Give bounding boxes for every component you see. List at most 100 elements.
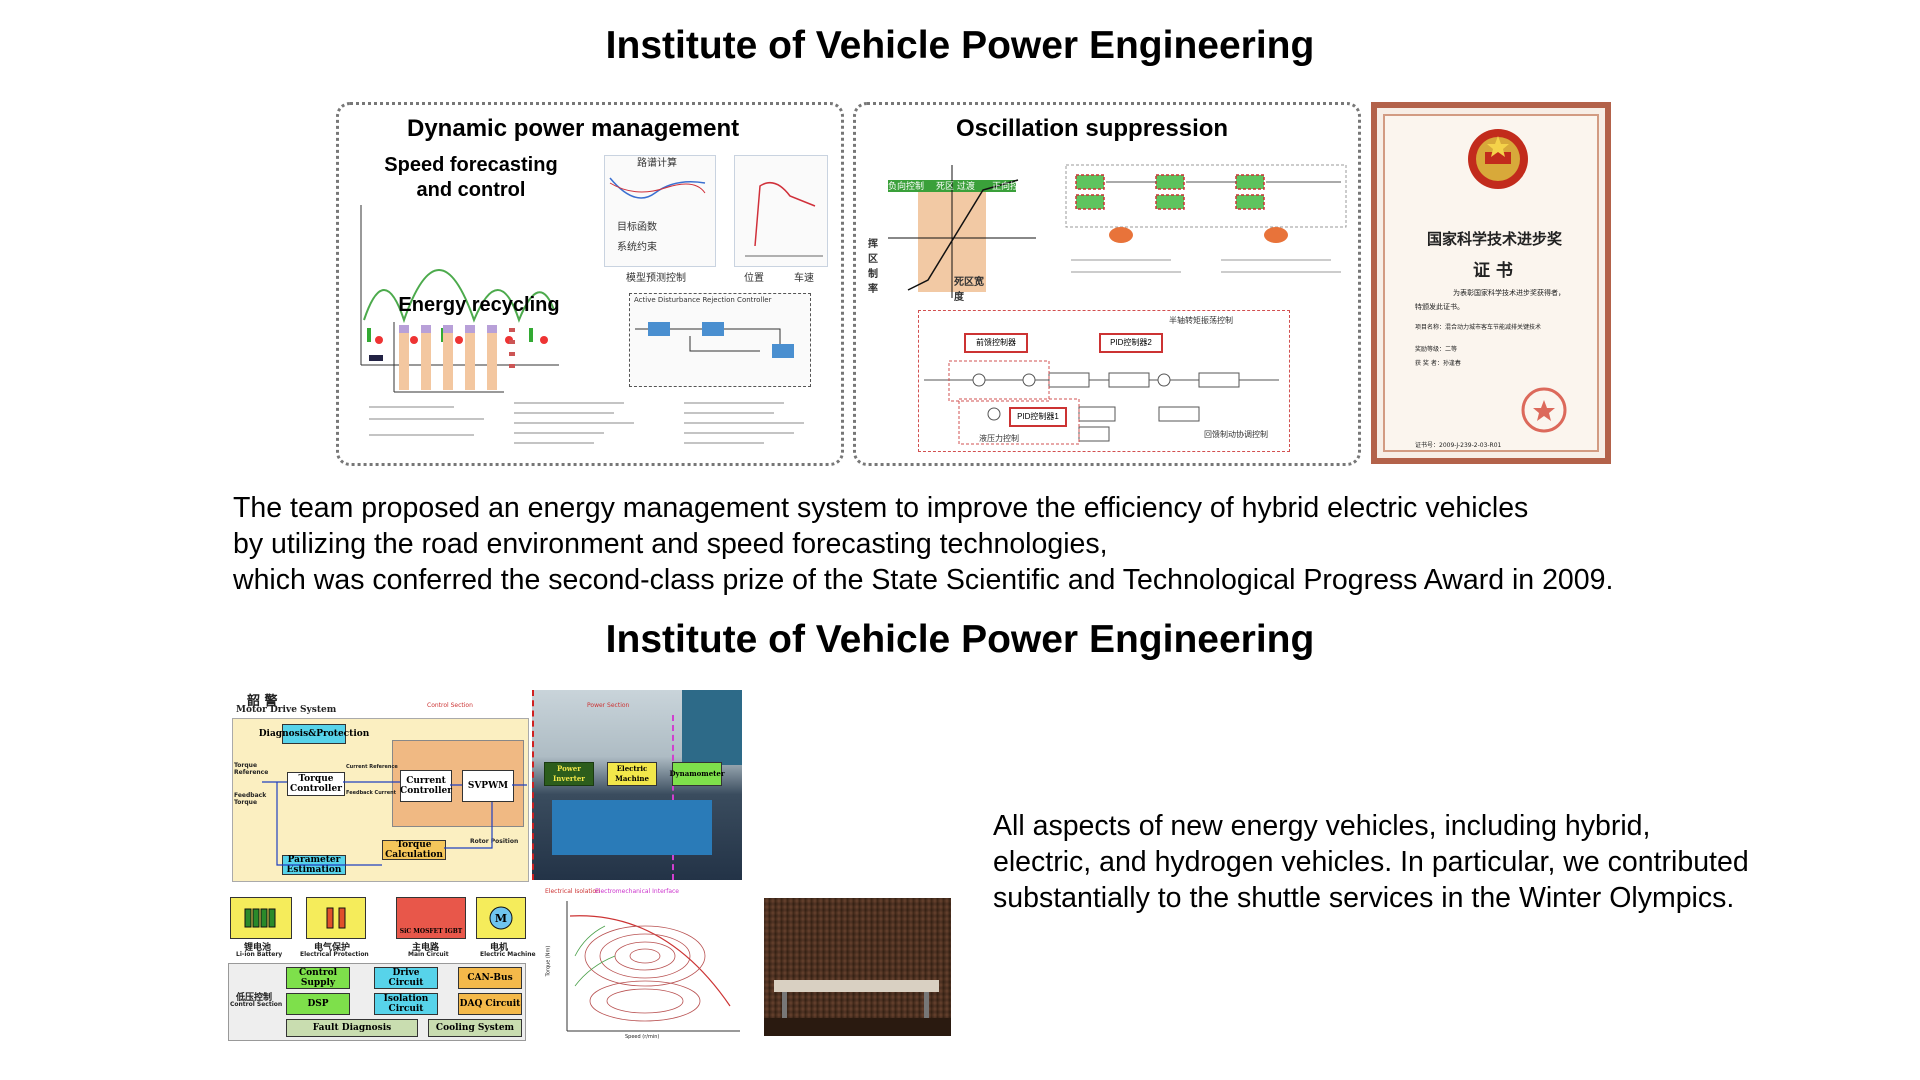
sic-igbt-label: SiC MOSFET IGBT bbox=[399, 928, 463, 935]
page-title-bottom: Institute of Vehicle Power Engineering bbox=[605, 618, 1315, 661]
oscillation-panel: Oscillation suppression 负向控制 死区 过渡 正向控制 … bbox=[853, 102, 1361, 466]
chamber-floor bbox=[764, 1018, 951, 1036]
paragraph-2-line-1: All aspects of new energy vehicles, incl… bbox=[993, 810, 1651, 842]
pid-controller-1: PID控制器1 bbox=[1009, 407, 1067, 427]
certificate-title: 国家科学技术进步奖 bbox=[1427, 230, 1563, 248]
adrc-figure: Active Disturbance Rejection Controller bbox=[629, 293, 811, 387]
certificate-line-2: 特颁发此证书。 bbox=[1415, 303, 1464, 311]
battery-label-en: Li-ion Battery bbox=[236, 951, 283, 958]
can-bus-label: CAN-Bus bbox=[467, 973, 513, 983]
label-positive-control: 正向控制 bbox=[992, 182, 1029, 192]
power-inverter-box: Power Inverter bbox=[544, 762, 594, 786]
paragraph-1-line-1: The team proposed an energy management s… bbox=[233, 492, 1529, 524]
certificate-line-4: 奖励等级：二等 bbox=[1415, 346, 1458, 353]
can-bus-box: CAN-Bus bbox=[458, 967, 522, 989]
label-axis-width: 死区宽度 bbox=[954, 277, 984, 303]
fuse-icon bbox=[326, 907, 346, 929]
efficiency-map: Electrical Isolation Electromechanical I… bbox=[545, 888, 745, 1043]
certificate-line-3: 项目名称：混合动力城市客车节能减排关键技术 bbox=[1415, 324, 1542, 331]
motor-drive-diagram: 韶 警 Motor Drive System Control Section D… bbox=[232, 690, 532, 882]
fig-label-mpc: 模型预测控制 bbox=[626, 273, 686, 284]
label-halfshaft: 半轴转矩振荡控制 bbox=[1169, 316, 1233, 325]
label-deadzone: 死区 过渡 bbox=[936, 182, 975, 192]
protection-label-cn: 电气保护 bbox=[314, 943, 351, 953]
certificate-inner: 国家科学技术进步奖 证 书 为表彰国家科学技术进步奖获得者， 特颁发此证书。 项… bbox=[1383, 114, 1599, 452]
fig-label-constraint: 系统约束 bbox=[617, 242, 657, 253]
equations bbox=[369, 402, 804, 444]
fig-label-objective: 目标函数 bbox=[617, 222, 657, 233]
oscillation-control-diagram: 半轴转矩振荡控制 前馈控制器 PID控制器2 PID控制器1 液压力控制 回馈制… bbox=[918, 310, 1290, 452]
torque-controller-label: Torque Controller bbox=[290, 774, 342, 794]
motor-label-en: Electric Machine bbox=[480, 951, 536, 958]
fault-diagnosis-box: Fault Diagnosis bbox=[286, 1019, 418, 1037]
certificate-subtitle: 证 书 bbox=[1473, 261, 1513, 281]
paragraph-1-line-3: which was conferred the second-class pri… bbox=[233, 564, 1614, 596]
dsp-label: DSP bbox=[307, 999, 329, 1009]
torque-calculation-box: Torque Calculation bbox=[382, 840, 446, 860]
current-controller-box: Current Controller bbox=[400, 770, 452, 802]
control-supply-label: Control Supply bbox=[298, 968, 338, 988]
label-negative-control: 负向控制 bbox=[888, 182, 925, 192]
dynamic-power-panel: Dynamic power management Speed forecasti… bbox=[336, 102, 844, 466]
label-hydraulic: 液压力控制 bbox=[979, 434, 1019, 443]
paragraph-2-line-3: substantially to the shuttle services in… bbox=[993, 882, 1735, 914]
svpwm-label: SVPWM bbox=[467, 781, 509, 791]
interface-divider bbox=[672, 715, 676, 880]
battery-icon bbox=[244, 908, 276, 928]
pid-controller-2: PID控制器2 bbox=[1099, 333, 1163, 353]
speed-forecasting-label: Speed forecasting and control bbox=[384, 154, 558, 201]
panel-title-oscillation: Oscillation suppression bbox=[956, 115, 1229, 142]
hv-architecture-diagram: 锂电池 Li-ion Battery 电气保护 Electrical Prote… bbox=[228, 895, 536, 1041]
rotor-position-label: Rotor Position bbox=[470, 838, 519, 845]
energy-recycling-label: Energy recycling bbox=[398, 294, 560, 316]
section-divider bbox=[532, 690, 536, 880]
control-block-diagram bbox=[1065, 164, 1347, 273]
official-seal bbox=[1521, 387, 1567, 433]
equipment-cabinet bbox=[682, 690, 742, 765]
mpc-curve bbox=[609, 177, 706, 199]
parameter-estimation-label: Parameter Estimation bbox=[286, 855, 342, 875]
fault-diagnosis-label: Fault Diagnosis bbox=[312, 1023, 392, 1033]
diagnosis-protection-box: Diagnosis&Protection bbox=[259, 724, 369, 744]
dynamometer-label: Dynamometer bbox=[669, 769, 725, 778]
protection-label-en: Electrical Protection bbox=[300, 951, 369, 958]
certificate-line-1: 为表彰国家科学技术进步奖获得者， bbox=[1453, 289, 1565, 297]
daq-circuit-label: DAQ Circuit bbox=[459, 999, 521, 1009]
table-leg-right bbox=[924, 992, 929, 1032]
efficiency-x-axis: Speed (r/min) bbox=[625, 1034, 660, 1040]
current-controller-label: Current Controller bbox=[400, 776, 452, 796]
description-paragraph-2: All aspects of new energy vehicles, incl… bbox=[993, 808, 1749, 916]
dynamometer-box: Dynamometer bbox=[669, 762, 725, 786]
drive-circuit-label: Drive Circuit bbox=[388, 968, 424, 988]
description-paragraph-1: The team proposed an energy management s… bbox=[233, 490, 1613, 598]
paragraph-2-line-2: electric, and hydrogen vehicles. In part… bbox=[993, 846, 1749, 878]
power-inverter-label: Power Inverter bbox=[553, 764, 585, 783]
battery-box bbox=[230, 897, 292, 939]
motor-box: M bbox=[476, 897, 526, 939]
paragraph-1-line-2: by utilizing the road environment and sp… bbox=[233, 528, 1108, 560]
anechoic-chamber-photo bbox=[764, 898, 951, 1036]
certificate-number: 证书号：2009-J-239-2-03-R01 bbox=[1415, 442, 1502, 449]
certificate-line-5: 获 奖 者：孙逢春 bbox=[1415, 360, 1461, 367]
electromechanical-label: Electromechanical Interface bbox=[595, 888, 680, 895]
motor-label-cn: 电机 bbox=[490, 943, 509, 953]
feedback-torque-label: Feedback Torque bbox=[234, 792, 267, 806]
torque-calculation-label: Torque Calculation bbox=[385, 840, 443, 860]
fig-label-road: 路谱计算 bbox=[637, 158, 677, 169]
battery-label-cn: 锂电池 bbox=[244, 943, 272, 953]
energy-bar-figure bbox=[393, 322, 515, 393]
drive-circuit-box: Drive Circuit bbox=[374, 967, 438, 989]
motor-test-bench-photo: Power Section Power Inverter Electric Ma… bbox=[532, 690, 742, 880]
svpwm-box: SVPWM bbox=[462, 770, 514, 802]
low-voltage-label-en: Control Section bbox=[230, 1001, 283, 1008]
sic-igbt-box: SiC MOSFET IGBT bbox=[396, 897, 466, 939]
award-certificate: 国家科学技术进步奖 证 书 为表彰国家科学技术进步奖获得者， 特颁发此证书。 项… bbox=[1371, 102, 1611, 464]
isolation-circuit-label: Isolation Circuit bbox=[383, 994, 429, 1014]
table-leg-left bbox=[782, 992, 787, 1032]
torque-controller-box: Torque Controller bbox=[287, 772, 345, 796]
cooling-system-box: Cooling System bbox=[428, 1019, 522, 1037]
feedback-current-label: Feedback Current bbox=[346, 790, 397, 796]
main-circuit-label-cn: 主电路 bbox=[412, 943, 440, 953]
fig-label-speed: 车速 bbox=[794, 273, 814, 284]
adrc-block-2 bbox=[702, 322, 724, 336]
